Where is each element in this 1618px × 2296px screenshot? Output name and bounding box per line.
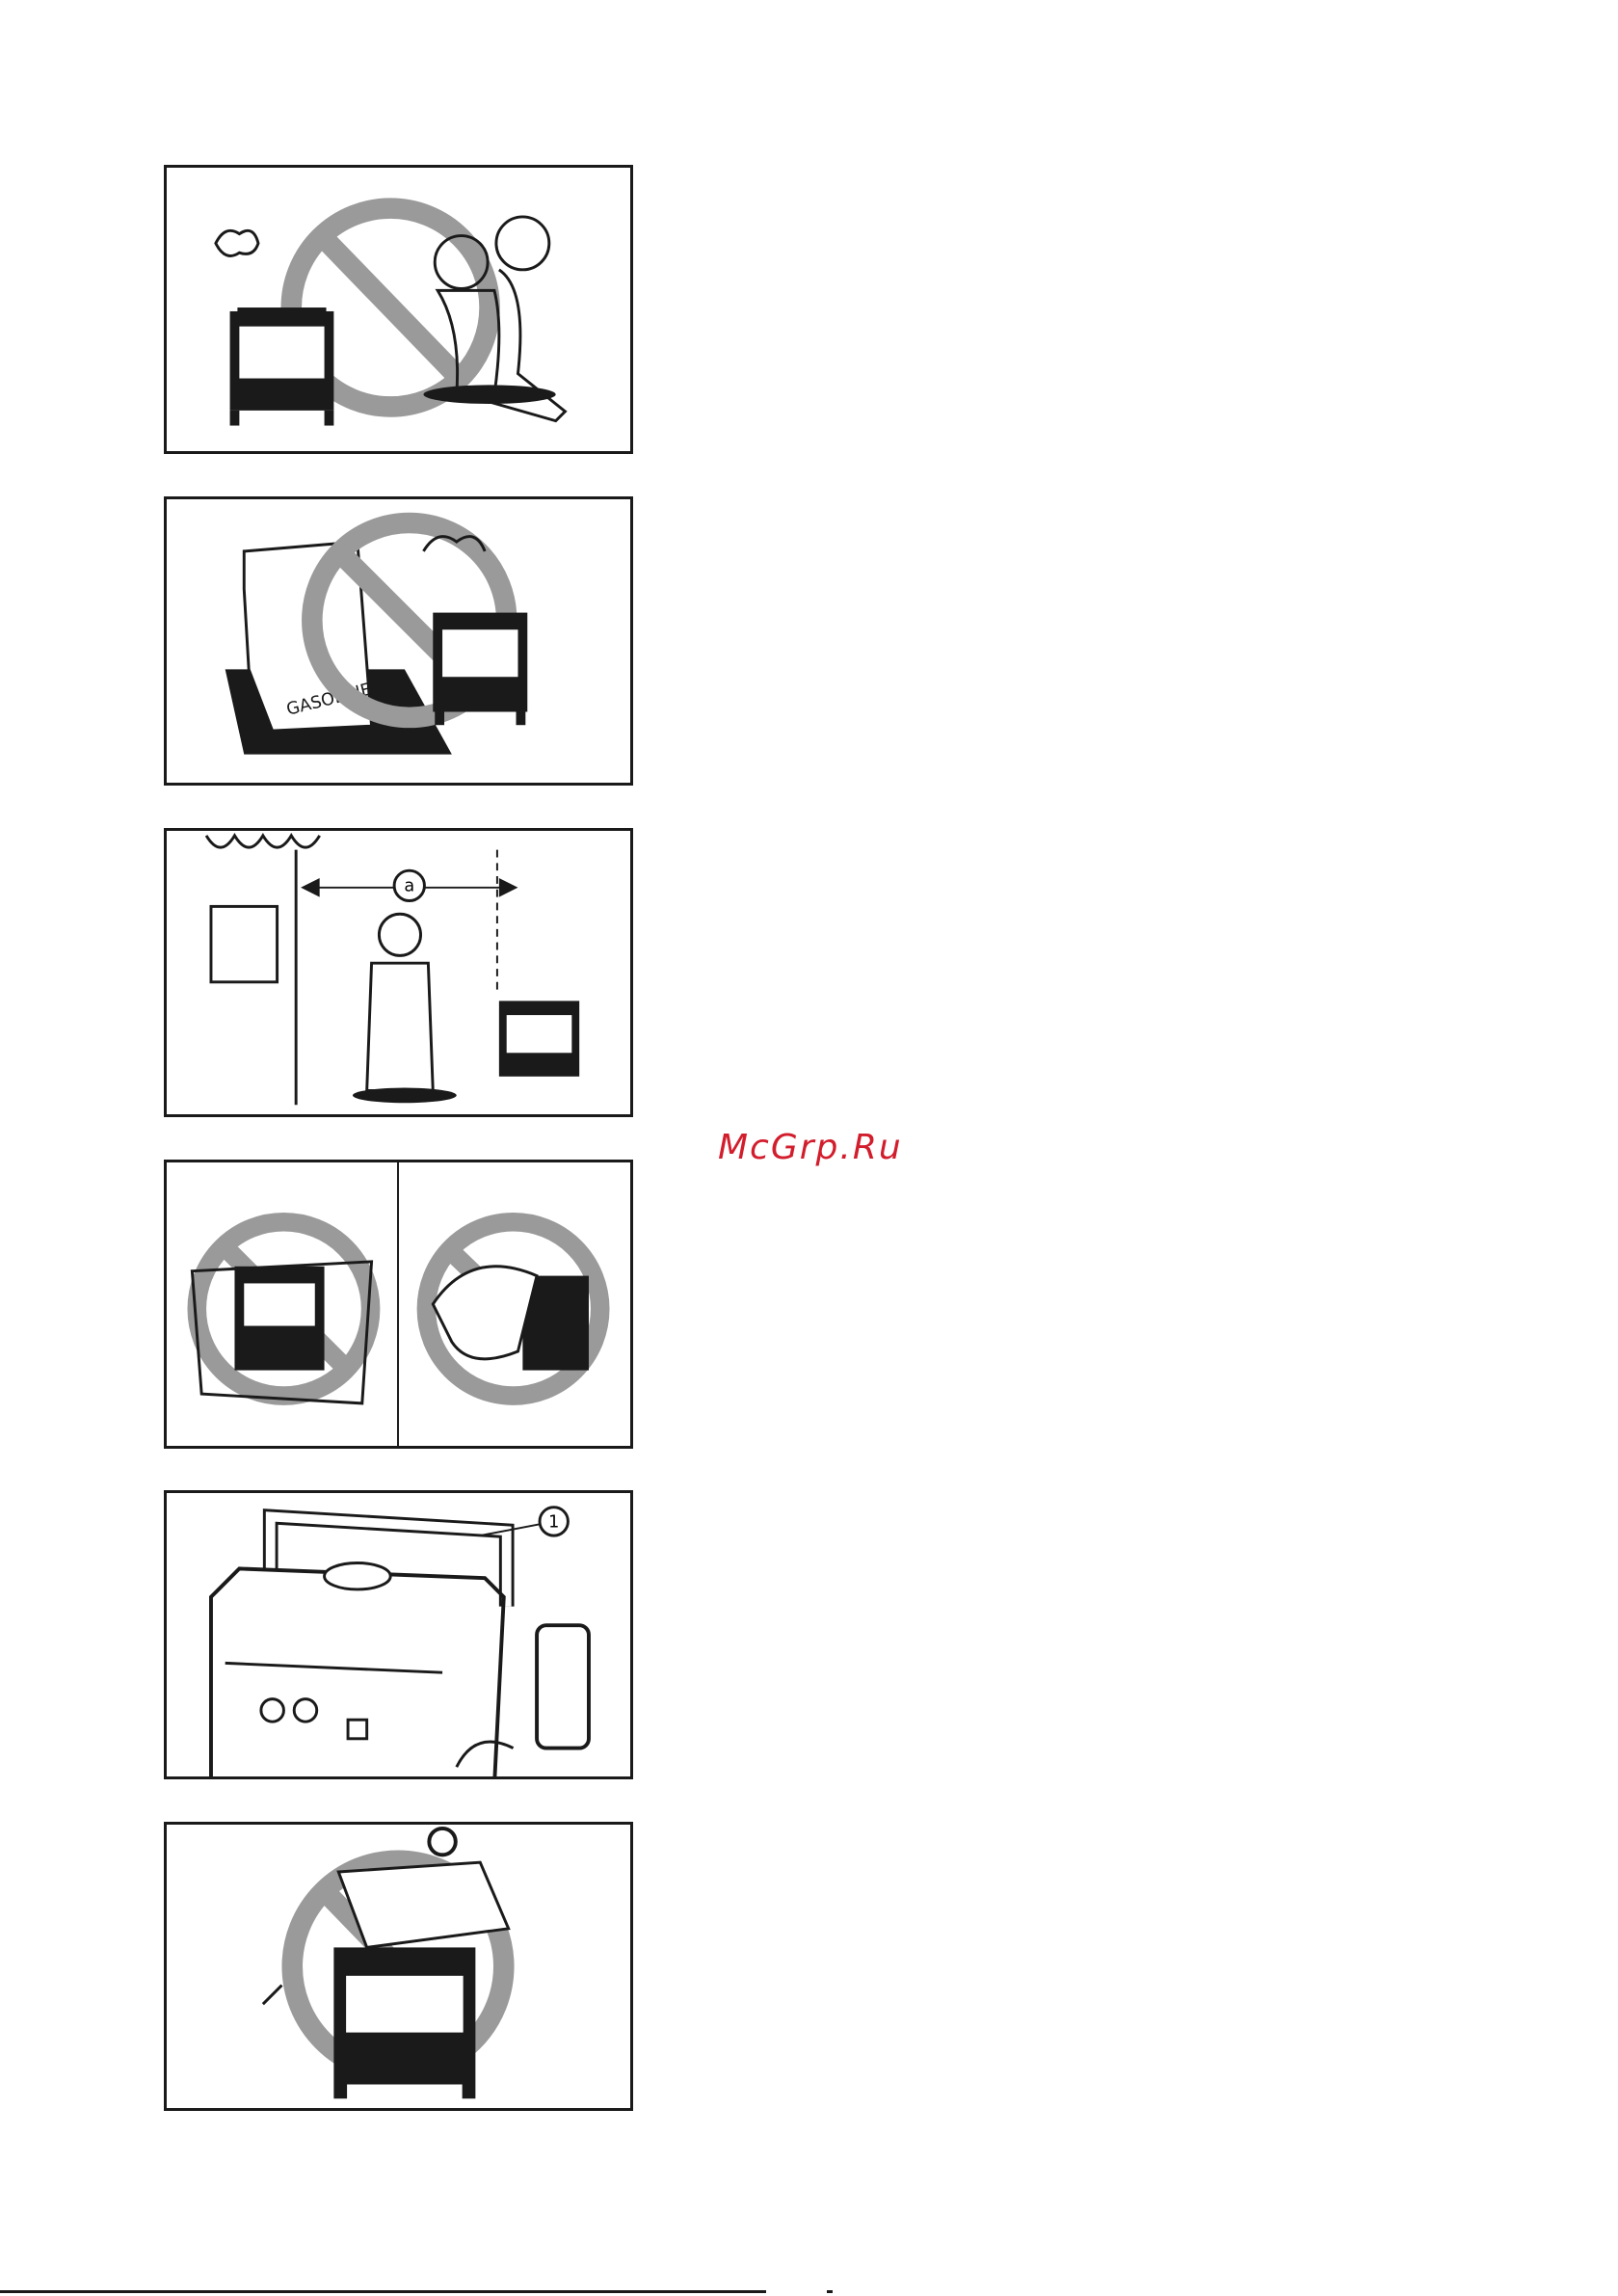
watermark: McGrp.Ru — [718, 1128, 903, 1167]
fuel-cap — [325, 1563, 391, 1589]
box-on-top — [338, 1862, 508, 1947]
roof — [206, 836, 320, 847]
window — [211, 906, 278, 981]
air-cleaner — [537, 1625, 589, 1748]
generator-body — [211, 1568, 504, 1776]
illustration-carry-handle: 1 — [164, 1490, 633, 1779]
outlet-2 — [294, 1699, 317, 1722]
illustration-no-objects-on-top — [164, 1822, 633, 2111]
callout-1-label: 1 — [548, 1512, 559, 1532]
adult-figure — [496, 217, 549, 270]
footer-rule — [0, 2290, 766, 2293]
cover-drawing — [167, 1162, 630, 1446]
illustration-exhaust-children — [164, 165, 633, 454]
cloth — [433, 1267, 537, 1359]
ring-handle — [429, 1829, 455, 1855]
worker-figure — [379, 914, 420, 955]
footer-mark — [827, 2290, 833, 2293]
illustration-gasoline-prohibited: GASOLINE — [164, 496, 633, 786]
illustration-keep-distance: a — [164, 828, 633, 1117]
illustration-do-not-cover — [164, 1160, 633, 1449]
exhaust-children-drawing — [167, 168, 630, 451]
smoke-puff — [216, 230, 258, 255]
handle-drawing: 1 — [167, 1493, 630, 1776]
distance-drawing: a — [167, 831, 630, 1114]
objects-drawing — [167, 1825, 630, 2108]
callout-a-label: a — [404, 877, 414, 896]
outlet — [261, 1699, 284, 1722]
gasoline-drawing: GASOLINE — [167, 499, 630, 783]
prohibition-slash — [322, 236, 462, 381]
switch — [348, 1720, 367, 1739]
